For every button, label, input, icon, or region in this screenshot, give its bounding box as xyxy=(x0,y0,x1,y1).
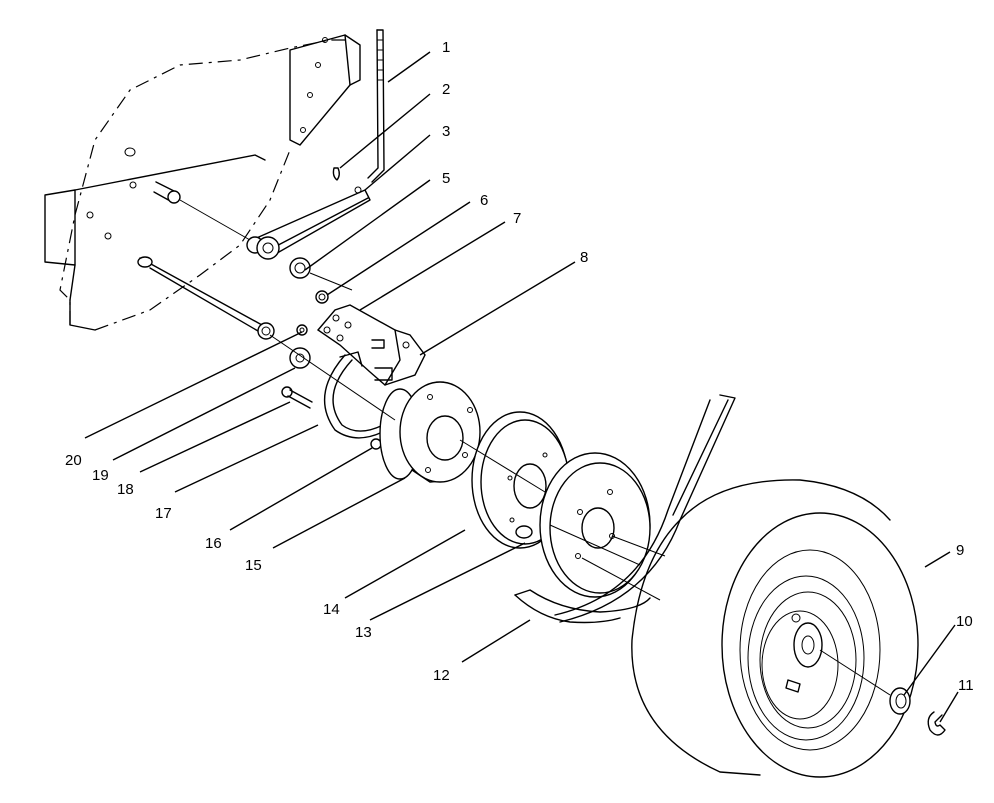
nut-6 xyxy=(315,290,329,304)
callout-5: 5 xyxy=(442,170,450,187)
callout-8: 8 xyxy=(580,249,588,266)
callout-19: 19 xyxy=(92,467,109,484)
bolt-18 xyxy=(281,386,313,409)
assembly-lines xyxy=(269,334,666,601)
callout-12: 12 xyxy=(433,667,450,684)
callout-13: 13 xyxy=(355,624,372,641)
spacer-13 xyxy=(515,525,533,539)
callout-10: 10 xyxy=(956,613,973,630)
callout-3: 3 xyxy=(442,123,450,140)
callout-9: 9 xyxy=(956,542,964,559)
callout-2: 2 xyxy=(442,81,450,98)
axle-tube xyxy=(137,256,275,340)
callout-15: 15 xyxy=(245,557,262,574)
washer-19 xyxy=(289,347,311,369)
callout-18: 18 xyxy=(117,481,134,498)
callout-11: 11 xyxy=(958,677,974,694)
callout-6: 6 xyxy=(480,192,488,209)
brake-lever xyxy=(246,186,371,260)
cotter-pin xyxy=(332,167,340,181)
frame-plate xyxy=(44,34,361,331)
e-clip-11 xyxy=(927,711,946,736)
pulley-12 xyxy=(539,452,651,598)
brake-bracket xyxy=(316,304,426,386)
callout-14: 14 xyxy=(323,601,340,618)
callout-1: 1 xyxy=(442,39,450,56)
pivot-pin xyxy=(153,181,251,241)
wheel-tire xyxy=(631,479,919,778)
callout-numbers: 1 2 3 5 6 7 8 9 10 11 12 13 14 15 16 17 … xyxy=(65,39,974,694)
leader-lines xyxy=(84,51,959,723)
brake-drum xyxy=(379,381,481,483)
callout-16: 16 xyxy=(205,535,222,552)
brake-rod xyxy=(367,29,385,183)
callout-7: 7 xyxy=(513,210,521,227)
callout-20: 20 xyxy=(65,452,82,469)
washer-5 xyxy=(289,257,353,291)
brake-band xyxy=(323,351,396,439)
callout-17: 17 xyxy=(155,505,172,522)
